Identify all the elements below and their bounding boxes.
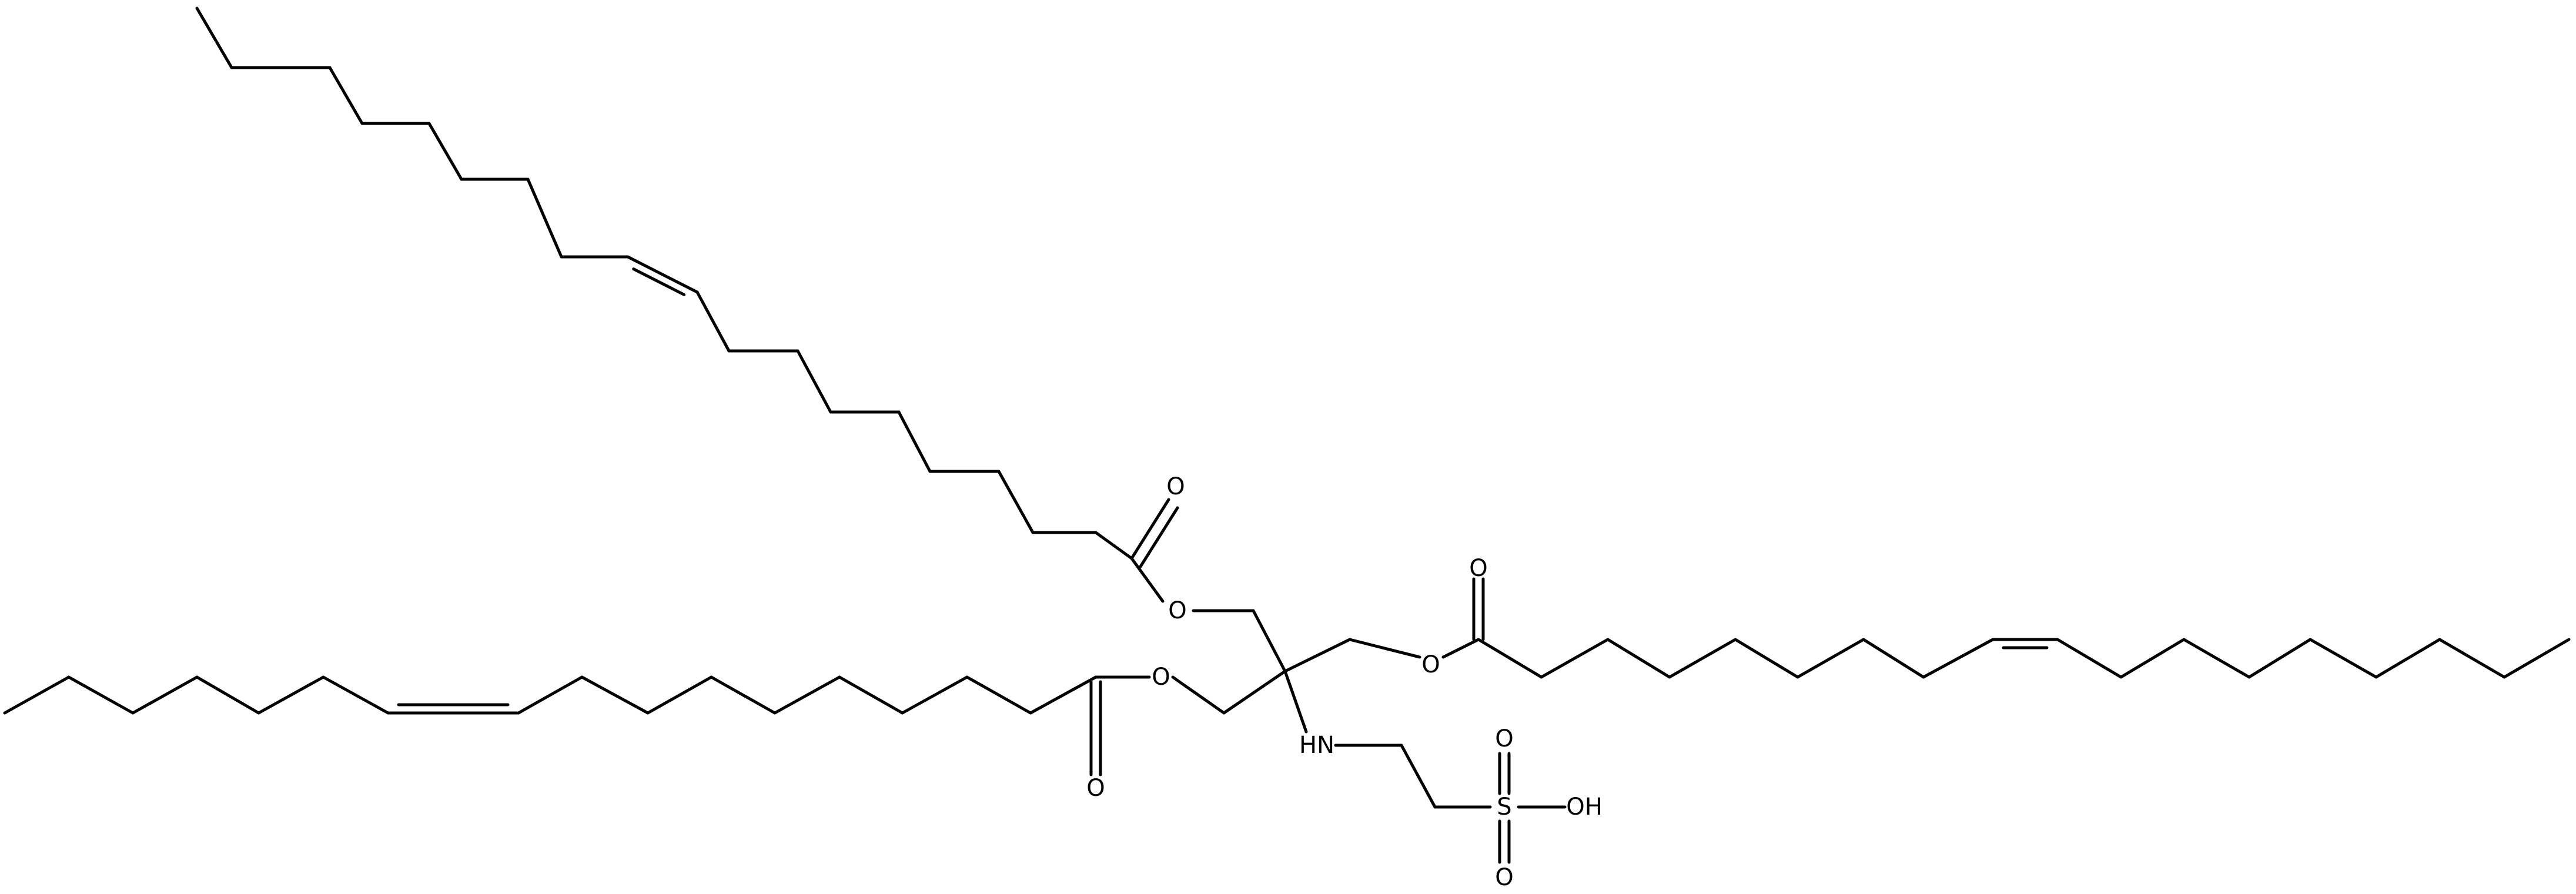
atom-nh: HN — [1299, 732, 1334, 759]
atom-o-carbonyl-left: O — [1086, 775, 1105, 802]
bond-right-chain — [1606, 638, 1671, 679]
bond-ch2-ch2 — [1400, 744, 1437, 809]
bond-left-chain — [1029, 675, 1098, 715]
bond-top-carbonyl — [1130, 498, 1170, 560]
bond-right-ester — [1441, 638, 1480, 659]
bond-left-chain — [131, 675, 199, 715]
bond-top-chain — [1094, 531, 1133, 560]
bond-left-chain — [517, 675, 584, 715]
atom-o-sulfonyl-up: O — [1495, 725, 1513, 752]
bond-left-ch2-c — [1222, 669, 1287, 715]
bond-top-chain — [526, 178, 563, 259]
atom-oh: OH — [1566, 793, 1603, 821]
bond-right-chain — [1734, 638, 1799, 679]
bond-top-chain — [695, 290, 731, 353]
atom-o-ester-top: O — [1168, 597, 1186, 624]
bond-top-chain — [897, 410, 932, 473]
bond-right-chain — [2119, 638, 2186, 679]
double-bond-top-alkene — [632, 267, 686, 296]
bond-left-chain — [322, 675, 390, 715]
bond-left-chain — [195, 675, 260, 715]
bond-right-chain — [2247, 638, 2312, 679]
bond-left-chain — [646, 675, 713, 715]
bond-c-nh — [1283, 669, 1308, 734]
bond-right-chain — [2309, 638, 2378, 679]
atom-o-sulfonyl-down: O — [1495, 864, 1513, 891]
bond-right-chain — [1796, 638, 1865, 679]
bond-left-chain — [67, 675, 135, 715]
bond-top-ch2-c — [1252, 609, 1287, 673]
atom-o-ester-right: O — [1421, 651, 1440, 678]
bond-left-chain — [773, 675, 841, 715]
bond-right-chain — [1922, 638, 1995, 679]
bond-top-chain — [796, 349, 832, 414]
atom-s: S — [1497, 793, 1511, 821]
atom-o-carbonyl-top: O — [1166, 473, 1185, 500]
bond-left-chain — [838, 675, 904, 715]
atom-labels: O O O O O O HN S O O OH — [1086, 473, 1603, 891]
bond-right-chain — [1668, 638, 1737, 679]
bond-right-c-ch2 — [1283, 638, 1351, 673]
bond-right-chain — [1477, 638, 1543, 679]
bond-left-chain — [965, 675, 1032, 715]
bond-top-chain — [328, 66, 364, 125]
bond-right-chain — [1540, 638, 1610, 679]
atom-o-carbonyl-right: O — [1469, 555, 1487, 582]
bond-top-chain — [427, 122, 463, 181]
bond-right-chain — [1862, 638, 1925, 679]
bond-top-chain — [626, 255, 699, 294]
bond-right-chain — [2503, 638, 2571, 679]
bond-top-chain — [195, 6, 233, 69]
bond-top-ester — [1130, 557, 1165, 603]
bond-top-chain — [997, 470, 1035, 534]
atom-o-ester-left: O — [1152, 664, 1170, 691]
bond-left-chain — [257, 675, 325, 715]
bond-left-chain — [901, 675, 969, 715]
bond-right-chain — [2438, 638, 2506, 679]
bond-lines — [3, 6, 2571, 864]
bond-left-chain — [580, 675, 650, 715]
bond-right-chain — [2182, 638, 2251, 679]
bond-left-chain — [3, 675, 71, 715]
bond-right-chain — [2056, 638, 2123, 679]
bond-left-och2 — [1171, 675, 1226, 715]
bond-right-och2 — [1348, 638, 1421, 659]
bond-right-chain — [2374, 638, 2441, 679]
bond-top-carbonyl-double — [1139, 506, 1179, 568]
bond-left-chain — [710, 675, 777, 715]
